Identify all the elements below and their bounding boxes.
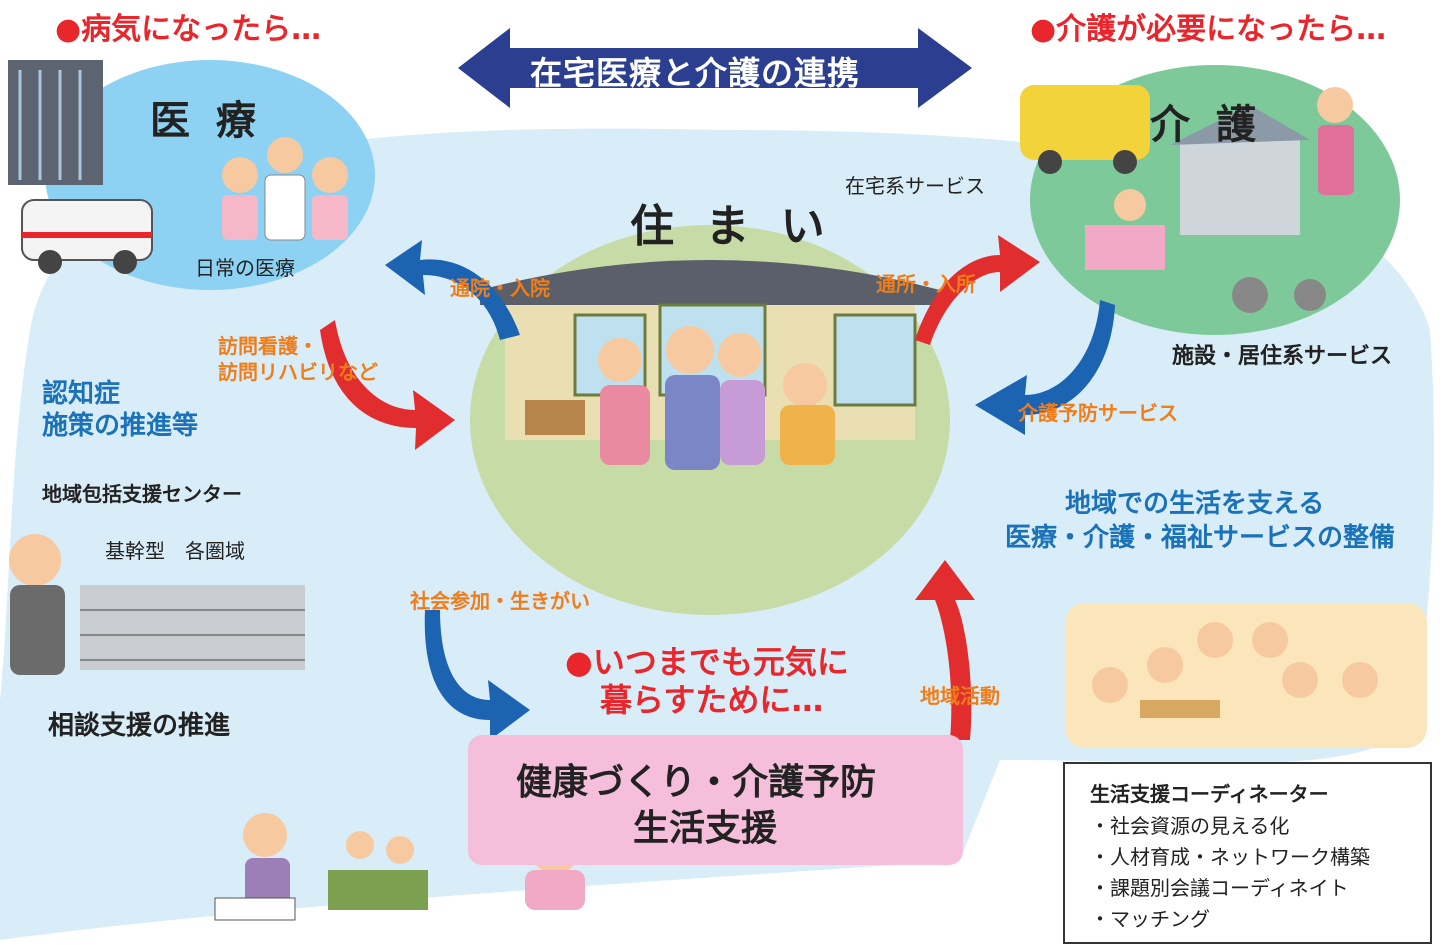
health-support-line-2: 生活支援 bbox=[633, 808, 778, 849]
banner-label: 在宅医療と介護の連携 bbox=[530, 54, 861, 92]
bath-tub bbox=[1085, 225, 1165, 270]
coordinator-item: ・人材育成・ネットワーク構築 bbox=[1090, 845, 1370, 869]
support-center-types: 基幹型 各圏域 bbox=[105, 539, 245, 563]
facility-service-label: 施設・居住系サービス bbox=[1172, 344, 1393, 369]
coordinator-item: ・社会資源の見える化 bbox=[1090, 814, 1290, 838]
home-nursing-label-2: 訪問リハビリなど bbox=[218, 360, 378, 384]
consultant-figure bbox=[9, 534, 61, 586]
arrow-prevention-service bbox=[975, 300, 1115, 435]
coordinator-item: ・課題別会議コーディネイト bbox=[1090, 876, 1349, 900]
walking-figures bbox=[328, 870, 428, 910]
coordinator-title: 生活支援コーディネーター bbox=[1090, 782, 1329, 806]
figure-body-3 bbox=[720, 380, 765, 465]
community-activity-label: 地域活動 bbox=[920, 684, 1000, 708]
dementia-label-1: 認知症 bbox=[42, 379, 121, 409]
arrow-home-nursing bbox=[320, 320, 455, 450]
health-support-box: 健康づくり・介護予防 生活支援 bbox=[468, 735, 963, 865]
care-van bbox=[1020, 85, 1150, 160]
home-service-label: 在宅系サービス bbox=[845, 174, 985, 198]
top-left-heading: ●病気になったら… bbox=[55, 12, 322, 47]
nurse-figure-2 bbox=[312, 157, 348, 193]
health-support-line-1: 健康づくり・介護予防 bbox=[516, 762, 877, 803]
elder-figure bbox=[783, 363, 827, 407]
grandfather-figure bbox=[666, 326, 714, 374]
grandmother-figure bbox=[718, 333, 762, 377]
figure-body-2 bbox=[665, 375, 720, 470]
community-support-label-1: 地域での生活を支える bbox=[1065, 489, 1325, 519]
wheelchair bbox=[1232, 277, 1268, 313]
ambulance bbox=[21, 199, 153, 261]
support-center-building bbox=[80, 585, 305, 670]
arrow-day-care bbox=[915, 235, 1040, 345]
home-nursing-label-1: 訪問看護・ bbox=[218, 334, 318, 358]
top-right-heading: ●介護が必要になったら… bbox=[1030, 12, 1387, 47]
care-facility-building bbox=[1180, 140, 1300, 235]
slogan-line-1: ●いつまでも元気に bbox=[565, 643, 849, 681]
medical-title: 医 療 bbox=[150, 98, 262, 144]
elder-drawing-figure bbox=[243, 813, 287, 857]
dementia-label-2: 施策の推進等 bbox=[42, 411, 199, 441]
figure-body-1 bbox=[600, 385, 650, 465]
arrow-hospital-visit bbox=[385, 240, 520, 340]
arrow-community-activity bbox=[915, 560, 975, 740]
nurse-figure bbox=[222, 157, 258, 193]
day-care-label: 通所・入所 bbox=[876, 272, 976, 296]
social-participation-label: 社会参加・生きがい bbox=[410, 589, 590, 613]
family-figure bbox=[598, 338, 642, 382]
caregiver-figure bbox=[1317, 87, 1353, 123]
prevention-service-label: 介護予防サービス bbox=[1018, 401, 1178, 425]
coordinator-box: 生活支援コーディネーター ・社会資源の見える化 ・人材育成・ネットワーク構築 ・… bbox=[1063, 762, 1432, 944]
consult-support-label: 相談支援の推進 bbox=[48, 711, 231, 741]
medical-caption: 日常の医療 bbox=[195, 256, 295, 280]
window-right bbox=[833, 313, 917, 407]
house-roof bbox=[480, 260, 940, 305]
vegetable-crate bbox=[525, 400, 585, 435]
home-title: 住 ま い bbox=[630, 201, 833, 252]
doctor-figure bbox=[267, 137, 303, 173]
banner-double-arrow bbox=[458, 28, 972, 108]
hospital-building bbox=[8, 60, 103, 185]
hospital-visit-label: 通院・入院 bbox=[450, 276, 550, 300]
coordinator-item: ・マッチング bbox=[1090, 907, 1210, 931]
support-center-label: 地域包括支援センター bbox=[42, 482, 242, 506]
arrow-social-participation bbox=[424, 610, 530, 740]
community-support-label-2: 医療・介護・福祉サービスの整備 bbox=[1005, 523, 1396, 553]
care-title: 介 護 bbox=[1150, 102, 1262, 148]
figure-body-4 bbox=[780, 405, 835, 465]
slogan-line-2: 暮らすために… bbox=[600, 681, 824, 719]
